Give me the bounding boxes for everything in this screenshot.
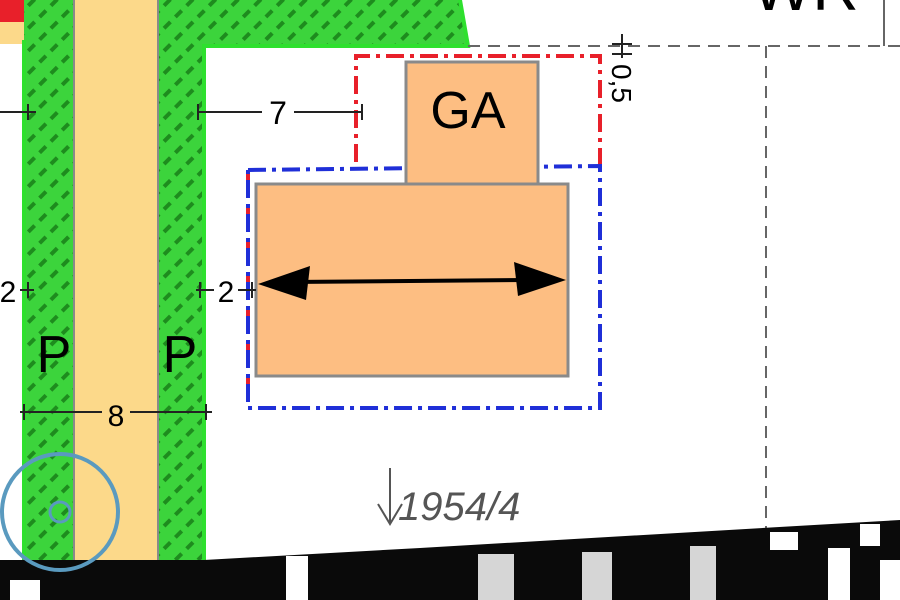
dimension-setback-far-left (0, 276, 34, 306)
dimension-setback-middle (196, 276, 256, 306)
double-arrow-icon (258, 262, 566, 300)
dimension-2-far-left-label: 2 (0, 276, 16, 309)
circle-marker-icon (0, 452, 120, 572)
band-gap-9 (340, 580, 380, 600)
band-gap-7 (860, 524, 880, 546)
band-gap-1 (286, 556, 308, 600)
green-strip-left (24, 40, 74, 560)
bottom-boundary-band (0, 520, 900, 600)
band-gap-5 (770, 532, 798, 550)
green-area-top (158, 0, 468, 560)
top-yellow-strip (0, 22, 30, 44)
band-gap-8 (880, 560, 900, 600)
dimension-offset-top (612, 34, 632, 58)
dimension-7-label: 7 (269, 95, 287, 131)
dimension-2-middle-label: 2 (218, 276, 235, 309)
band-gap-11 (108, 578, 144, 600)
band-gap-10 (10, 580, 40, 600)
building-limit-blue (246, 163, 602, 410)
green-strip-left-top (24, 0, 74, 40)
parking-label-left: P (37, 326, 72, 384)
band-gap-3 (582, 552, 612, 600)
garage-label: GA (430, 82, 505, 140)
dimension-0-5-label: 0,5 (606, 64, 637, 103)
parcel-number-label: 1954/4 (398, 485, 520, 529)
garage-building (404, 60, 540, 188)
road-strip (74, 0, 158, 560)
band-gap-2 (478, 554, 514, 600)
parking-label-right: P (163, 326, 198, 384)
zone-label: WR (752, 0, 859, 24)
dimension-8-label: 8 (108, 400, 125, 433)
band-gap-6 (828, 548, 850, 600)
green-boundary (202, 0, 471, 560)
down-arrow-icon (377, 468, 403, 526)
dimension-setback-left (197, 98, 363, 128)
dimension-road-width (20, 398, 212, 430)
band-gap-4 (690, 546, 716, 600)
